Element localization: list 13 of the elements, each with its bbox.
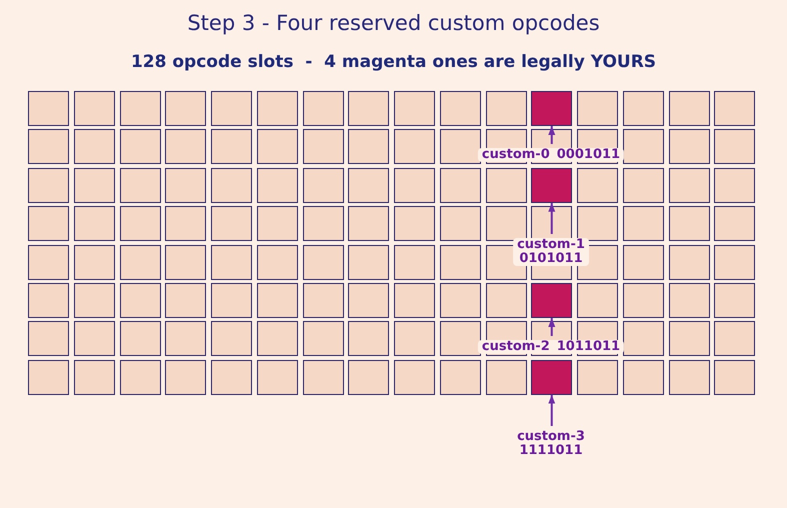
reserved-opcode-slot [531, 91, 572, 126]
title: Step 3 - Four reserved custom opcodes [186, 10, 601, 37]
opcode-label: custom-1 0101011 [513, 238, 589, 266]
reserved-opcode-slot [531, 360, 572, 395]
opcode-label: custom-2 1011011 [478, 340, 624, 354]
arrow [548, 126, 556, 144]
reserved-opcode-slot [531, 282, 572, 318]
opcode-label: custom-0 0001011 [478, 148, 624, 162]
arrow [548, 394, 556, 426]
reserved-opcode-slot [531, 168, 572, 203]
arrow [548, 202, 556, 234]
subtitle: 128 opcode slots - 4 magenta ones are legally YOURS [130, 52, 656, 72]
arrow [548, 318, 556, 336]
